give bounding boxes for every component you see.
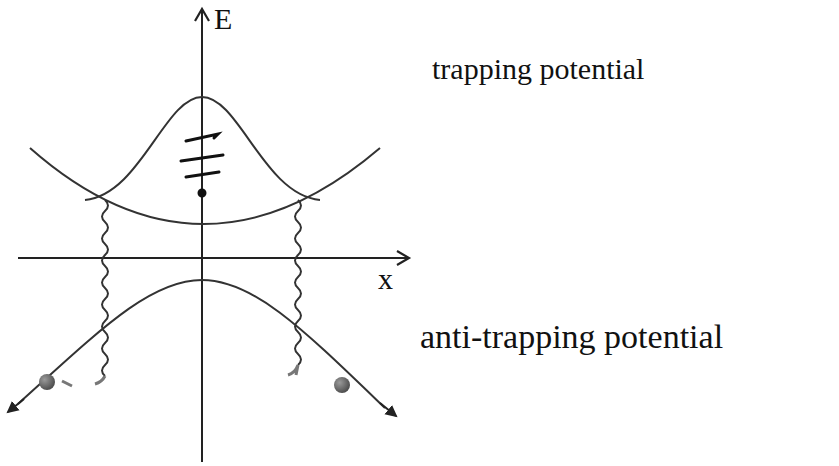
- atom-ball: [334, 377, 350, 393]
- atom-ball: [39, 374, 55, 390]
- escape-arrow: [380, 403, 396, 416]
- position-axis: [18, 257, 408, 259]
- escape-arrow: [8, 399, 24, 412]
- energy-levels: [181, 134, 223, 196]
- curve-label: anti-trapping potential: [420, 318, 723, 355]
- axis-label: E: [214, 2, 232, 35]
- energy-axis: [201, 10, 203, 462]
- curve-label: trapping potential: [432, 52, 644, 85]
- axis-label: x: [378, 262, 393, 295]
- anti-trapping-curve: [18, 280, 385, 408]
- decay-hook: [62, 376, 105, 386]
- photon-wave: [295, 200, 301, 365]
- decay-hook: [288, 365, 298, 375]
- trapping-curve: [30, 148, 380, 224]
- photon-wave: [102, 200, 108, 376]
- upper-bell-curve: [85, 97, 320, 200]
